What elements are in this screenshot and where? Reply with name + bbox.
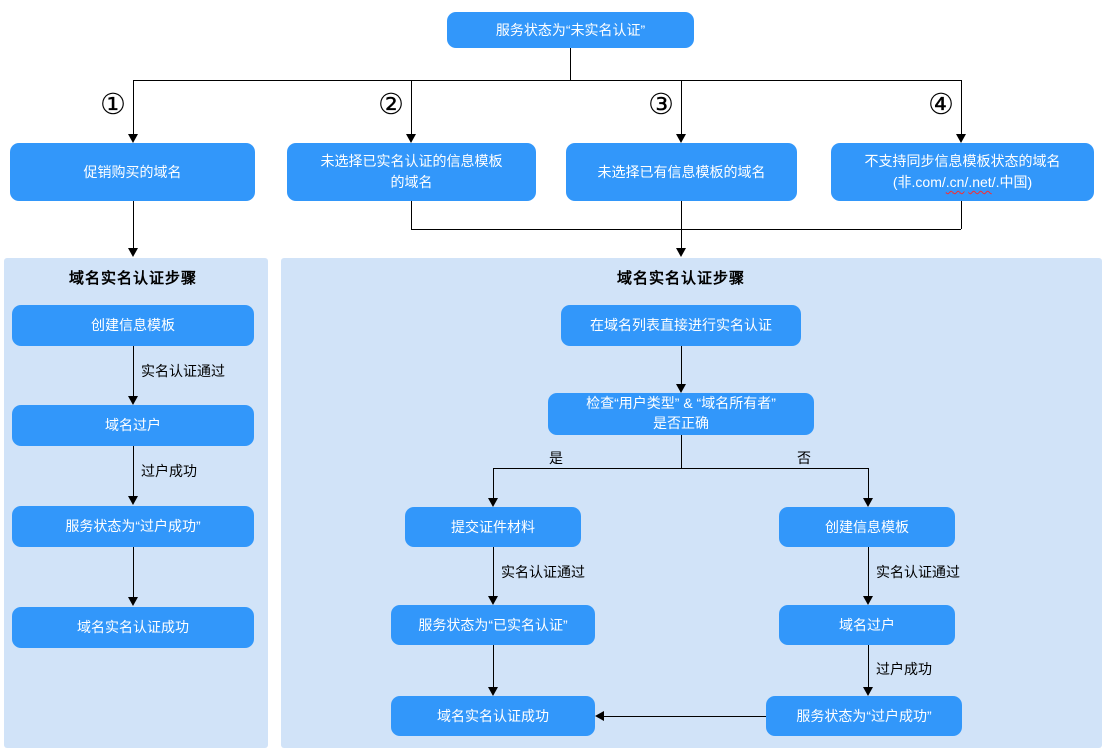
edge-label-transfer-success: 过户成功 [876,661,932,677]
node-label: 域名实名认证成功 [77,619,189,635]
arrowhead-down-icon [956,134,966,143]
connector-line [681,346,682,384]
node-promo-purchased-domain: 促销购买的域名 [10,143,255,201]
node-no-verified-template-domain: 未选择已实名认证的信息模板 的域名 [287,143,536,201]
edge-label-verification-passed: 实名认证通过 [141,363,225,379]
arrowhead-down-icon [488,498,498,507]
connector-line [681,435,682,468]
connector-line [868,645,869,687]
arrowhead-down-icon [863,498,873,507]
node-domain-transfer: 域名过户 [12,405,254,446]
node-status-transfer-success-right: 服务状态为“过户成功” [766,696,962,736]
node-realname-auth-success-right: 域名实名认证成功 [391,696,595,736]
connector-line [133,346,134,396]
tld-text: /.中国) [991,174,1033,190]
node-check-user-type-owner: 检查“用户类型” & “域名所有者” 是否正确 [548,393,814,435]
arrowhead-down-icon [863,596,873,605]
node-label-line1: 检查“用户类型” & “域名所有者” [586,395,776,412]
node-create-info-template: 创建信息模板 [12,305,254,346]
branch-number-4: ④ [928,87,954,121]
node-label: 域名过户 [105,417,161,433]
branch-number-1: ① [100,87,126,121]
node-label: 促销购买的域名 [83,163,182,180]
arrowhead-down-icon [676,248,686,257]
branch-number-3: ③ [648,87,674,121]
edge-label-no: 否 [797,450,811,466]
tld-text: / [964,174,969,190]
connector-line [493,468,868,469]
connector-line [133,446,134,496]
connector-line [493,468,494,498]
node-service-status-unverified: 服务状态为“未实名认证” [447,12,694,48]
edge-label-verification-passed: 实名认证通过 [876,564,960,580]
connector-line [604,716,766,717]
node-label-line2: (非.com/.cn/.net/.中国) [893,172,1032,193]
arrowhead-left-icon [595,711,604,721]
node-status-realname-verified: 服务状态为“已实名认证” [391,605,595,645]
node-label: 服务状态为“未实名认证” [495,21,646,38]
tld-cn-spellcheck: .cn [945,174,965,190]
node-label: 在域名列表直接进行实名认证 [590,317,772,333]
node-label: 提交证件材料 [451,518,535,535]
arrowhead-down-icon [406,134,416,143]
node-domain-transfer-right: 域名过户 [779,605,955,645]
connector-line [681,201,682,248]
connector-line [493,547,494,596]
arrowhead-down-icon [488,687,498,696]
node-no-existing-template-domain: 未选择已有信息模板的域名 [566,143,797,201]
node-label: 服务状态为“已实名认证” [418,616,568,633]
branch-number-2: ② [378,87,404,121]
connector-line [961,201,962,229]
connector-line [681,80,682,135]
arrowhead-down-icon [128,597,138,606]
node-no-sync-template-domain: 不支持同步信息模板状态的域名 (非.com/.cn/.net/.中国) [831,143,1094,201]
connector-line [868,547,869,596]
node-label: 域名过户 [839,616,895,633]
edge-label-transfer-success: 过户成功 [141,463,197,479]
connector-line [133,80,962,81]
connector-line [133,201,134,248]
arrowhead-down-icon [676,384,686,393]
connector-line [411,80,412,135]
connector-line [133,547,134,597]
right-panel-header: 域名实名认证步骤 [616,270,745,287]
node-label-line2: 的域名 [390,174,433,190]
node-create-info-template-right: 创建信息模板 [779,507,955,547]
left-panel-header: 域名实名认证步骤 [68,270,197,287]
edge-label-verification-passed: 实名认证通过 [501,564,585,580]
connector-line [868,468,869,498]
tld-net-spellcheck: .net [968,174,992,190]
node-verify-in-domain-list: 在域名列表直接进行实名认证 [561,305,801,346]
node-label-line1: 未选择已实名认证的信息模板 [320,153,503,169]
connector-line [493,645,494,687]
connector-line [411,201,412,229]
connector-line [133,80,134,135]
tld-text: (非.com/ [892,174,946,190]
connector-line [411,229,961,230]
arrowhead-down-icon [128,248,138,257]
edge-label-yes: 是 [549,450,563,466]
node-label: 创建信息模板 [91,317,175,333]
node-label-line1: 不支持同步信息模板状态的域名 [864,153,1061,169]
node-submit-documents: 提交证件材料 [405,507,581,547]
arrowhead-down-icon [676,134,686,143]
arrowhead-down-icon [128,134,138,143]
connector-line [961,80,962,135]
node-label: 未选择已有信息模板的域名 [597,163,766,180]
arrowhead-down-icon [128,396,138,405]
node-realname-auth-success-left: 域名实名认证成功 [12,607,254,648]
arrowhead-down-icon [863,687,873,696]
node-label: 创建信息模板 [825,518,909,535]
arrowhead-down-icon [128,496,138,505]
node-label: 域名实名认证成功 [437,707,549,724]
connector-line [570,48,571,80]
node-label-line2: 是否正确 [653,415,709,431]
node-label: 服务状态为“过户成功” [796,707,932,724]
arrowhead-down-icon [488,596,498,605]
node-label: 服务状态为“过户成功” [65,518,201,534]
node-status-transfer-success: 服务状态为“过户成功” [12,506,254,547]
